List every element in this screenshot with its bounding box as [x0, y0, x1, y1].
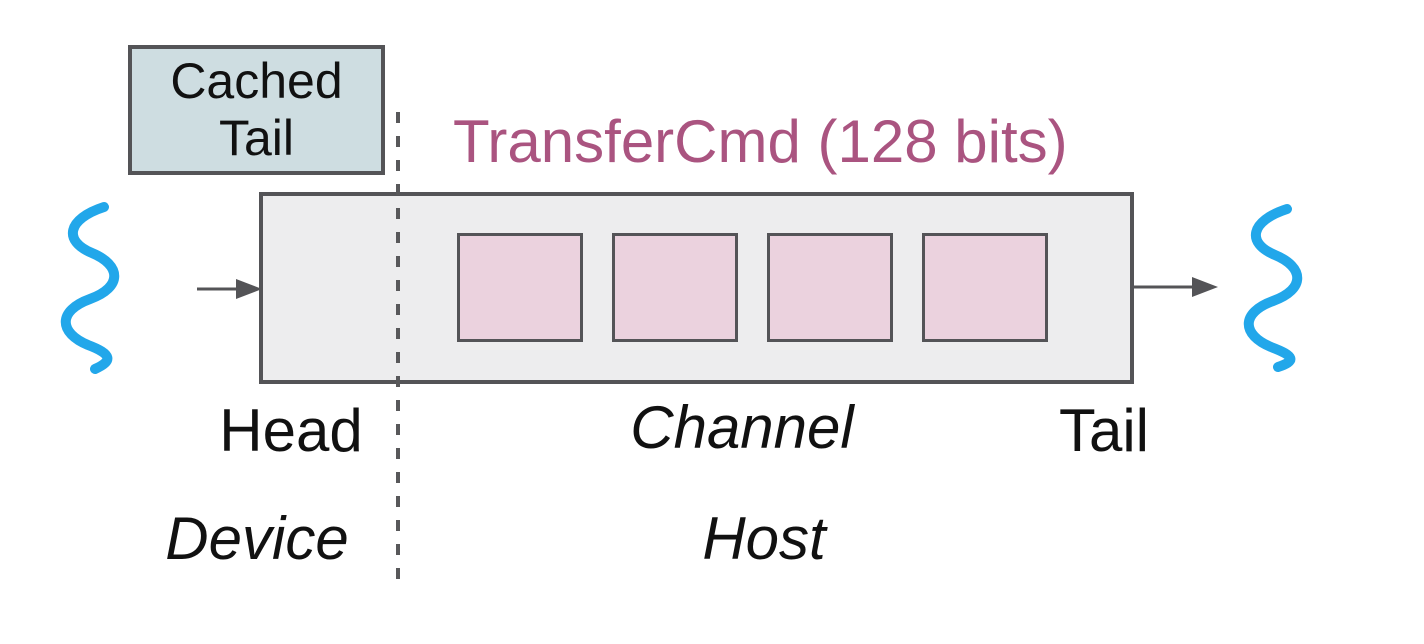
transfer-cmd-slot — [767, 233, 893, 342]
outbound-arrow-icon — [1134, 277, 1218, 297]
channel-label: Channel — [630, 394, 854, 461]
right-wavy-line-icon — [1243, 204, 1303, 372]
device-label: Device — [165, 505, 349, 572]
transfer-cmd-slot — [457, 233, 583, 342]
tail-label: Tail — [1058, 397, 1150, 464]
transfer-cmd-slot — [922, 233, 1048, 342]
transfer-cmd-slot — [612, 233, 738, 342]
transfer-cmd-slots — [457, 233, 1048, 342]
channel-box — [259, 192, 1134, 384]
transfer-cmd-label: TransferCmd (128 bits) — [453, 108, 1068, 175]
cached-tail-box: Cached Tail — [128, 45, 385, 175]
head-label: Head — [219, 397, 363, 464]
inbound-arrow-icon — [197, 279, 262, 299]
host-label: Host — [702, 505, 826, 572]
left-wavy-line-icon — [60, 202, 120, 374]
cached-tail-label: Cached Tail — [170, 53, 343, 166]
